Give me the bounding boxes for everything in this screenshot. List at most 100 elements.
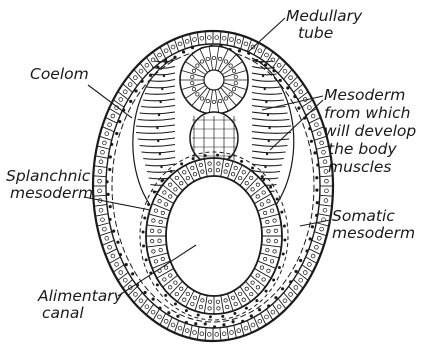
body-wall-nucleus [311,114,315,118]
body-wall-cell-border [227,327,229,340]
body-wall-nucleus [271,310,275,314]
splanchnic-mesoderm-dot [233,312,236,315]
body-wall-nucleus [294,286,298,290]
body-wall-nucleus [289,76,293,80]
somatic-mesoderm-dot [129,100,132,103]
body-wall-cell-border [318,214,331,217]
body-wall-cell-border [134,293,143,303]
body-wall-nucleus [200,36,204,40]
body-wall-nucleus [283,299,287,303]
body-wall-cell-border [109,257,120,264]
label-mesoderm-body-muscles: Mesoderm from which will develop the bod… [324,86,416,176]
splanchnic-mesoderm-dot [251,166,254,169]
body-wall-cell-border [241,323,244,336]
body-wall-cell-border [220,328,221,341]
somatic-mesoderm-dot [158,306,161,309]
body-wall-nucleus [101,150,105,154]
muscle-striation-left [138,138,175,140]
splanchnic-mesoderm-dot [283,224,286,227]
somatic-mesoderm-dot [194,322,197,325]
body-wall-cell-border [160,47,166,59]
body-wall-cell-border [160,313,166,325]
body-wall-cell-border [182,36,185,49]
body-wall-nucleus [299,90,303,94]
somatic-mesoderm-dot [108,168,111,171]
body-wall-cell-border [278,63,286,73]
body-wall-nucleus [185,329,189,333]
alimentary-canal-lumen [166,176,262,296]
body-wall-nucleus [102,141,106,145]
muscle-striation-right [252,164,282,166]
body-wall-nucleus [164,319,168,323]
body-wall-cell-border [293,84,303,93]
somatic-mesoderm-dot [191,46,194,49]
body-wall-cell-border [167,43,172,55]
body-wall-nucleus [105,236,109,240]
splanchnic-mesoderm-dot [197,313,200,316]
splanchnic-mesoderm-dot [276,198,279,201]
body-wall-nucleus [151,310,155,314]
muscle-nucleus [156,127,158,129]
body-wall-cell-border [234,34,237,47]
label-line: the body [324,140,416,158]
somatic-mesoderm-dot [109,155,112,158]
body-wall-cell-border [174,39,178,51]
body-wall-nucleus [325,179,329,183]
splanchnic-mesoderm-dot [209,315,212,318]
body-wall-cell-border [190,325,193,338]
splanchnic-mesoderm-dot [153,191,156,194]
somatic-mesoderm-dot [238,49,241,52]
muscle-striation-left [138,119,175,121]
body-wall-nucleus [98,170,102,174]
splanchnic-mesoderm-dot [245,307,248,310]
somatic-mesoderm-dot [241,320,244,323]
body-wall-nucleus [200,332,204,336]
label-line: tube [286,25,362,42]
body-wall-cell-border [146,57,153,68]
body-wall-nucleus [193,331,197,335]
body-wall-nucleus [119,98,123,102]
body-wall-nucleus [215,333,219,337]
body-wall-nucleus [325,189,329,193]
body-wall-nucleus [139,299,143,303]
muscle-striation-left [136,132,175,134]
splanchnic-mesoderm-dot [180,162,183,165]
somatic-mesoderm-dot [267,304,270,307]
muscle-striation-left [140,145,175,147]
body-wall-nucleus [258,319,262,323]
body-wall-cell-border [309,249,321,255]
body-wall-cell-border [205,31,206,44]
body-wall-nucleus [244,42,248,46]
alimentary-canal-wall [140,152,288,320]
somatic-mesoderm-dot [116,241,119,244]
body-wall-nucleus [158,53,162,57]
body-wall-cell-border [312,127,324,132]
body-wall-cell-border [146,304,153,315]
somatic-mesoderm-dot [105,180,108,183]
splanchnic-mesoderm-dot [185,309,188,312]
splanchnic-mesoderm-dot [261,175,264,178]
body-wall-nucleus [108,245,112,249]
body-wall-nucleus [134,292,138,296]
body-wall-cell-border [190,34,193,47]
somatic-mesoderm-dot [293,95,296,98]
label-medullary-tube: Medullary tube [286,8,362,42]
body-wall-nucleus [115,263,119,267]
body-wall-nucleus [277,63,281,67]
splanchnic-mesoderm-dot [174,303,177,306]
label-line: Somatic [332,208,415,225]
body-wall-cell-border [260,47,266,59]
body-wall-nucleus [222,332,226,336]
body-wall-nucleus [128,83,132,87]
body-wall-nucleus [134,76,138,80]
splanchnic-mesoderm-dot [216,154,219,157]
somatic-mesoderm-dot [109,205,112,208]
somatic-mesoderm-dot [182,50,185,53]
somatic-mesoderm-dot [316,163,319,166]
body-wall-cell-border [320,195,333,196]
body-wall-nucleus [99,160,103,164]
body-wall-nucleus [303,271,307,275]
body-wall-nucleus [277,305,281,309]
body-wall-nucleus [215,36,219,40]
body-wall-cell-border [174,320,178,332]
